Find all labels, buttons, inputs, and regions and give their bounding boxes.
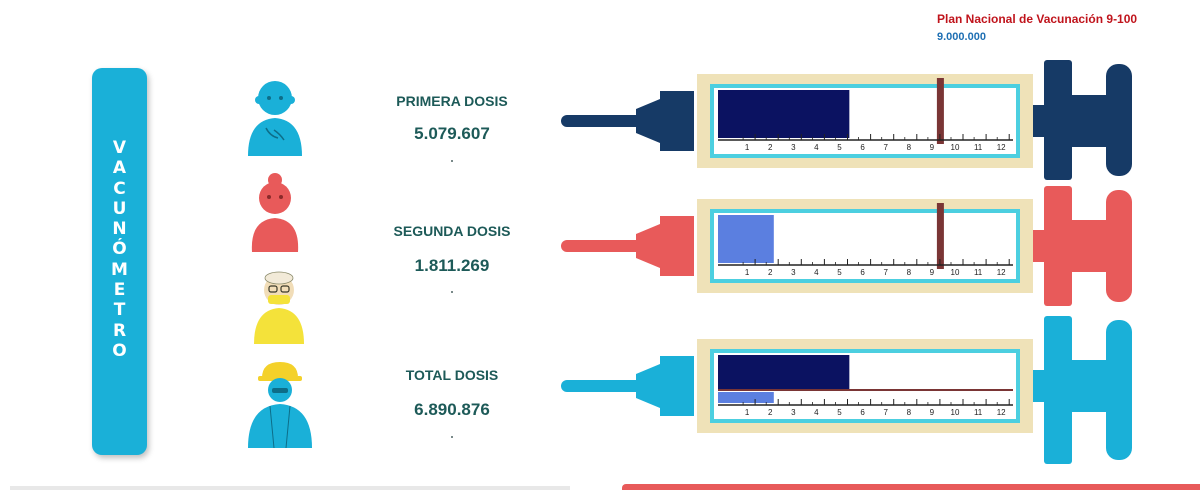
banner-letter: R	[112, 320, 127, 341]
scale-tick-label: 1	[745, 268, 750, 277]
dose-fill-bar-second	[718, 392, 774, 403]
scale-tick-label: 4	[814, 268, 819, 277]
person-icon-man	[248, 81, 302, 156]
syringe-plunger	[1044, 60, 1072, 180]
syringe-hub	[636, 91, 694, 151]
scale-tick-label: 9	[930, 268, 935, 277]
syringe-hub	[636, 216, 694, 276]
scale-tick-label: 11	[974, 268, 983, 277]
scale-tick-label: 1	[745, 408, 750, 417]
syringe-hub	[636, 356, 694, 416]
bottom-card-edge	[622, 484, 1200, 490]
person-icon-worker	[248, 362, 312, 449]
scale-tick-label: 6	[860, 143, 865, 152]
scale-tick-label: 2	[768, 143, 773, 152]
syringe-plunger-cap	[1106, 320, 1132, 460]
scale-tick-label: 10	[951, 268, 960, 277]
first-dose-value: 5.079.607	[414, 124, 490, 143]
syringe-plunger-cap	[1106, 64, 1132, 176]
banner-letter: Ó	[112, 239, 127, 260]
scale-tick-label: 6	[860, 268, 865, 277]
scale-tick-label: 2	[768, 408, 773, 417]
scale-tick-label: 4	[814, 143, 819, 152]
scale-tick-label: 7	[883, 268, 888, 277]
second-dose-value: 1.811.269	[414, 256, 490, 275]
scale-tick-label: 5	[837, 408, 842, 417]
scale-tick-label: 4	[814, 408, 819, 417]
person-icon-woman	[251, 173, 299, 252]
bottom-divider	[10, 486, 570, 490]
scale-tick-label: 6	[860, 408, 865, 417]
target-marker	[936, 203, 944, 269]
separator-dot	[451, 291, 453, 293]
scale-tick-label: 7	[883, 408, 888, 417]
scale-tick-label: 3	[791, 408, 796, 417]
scale-tick-label: 8	[907, 268, 912, 277]
person-icon-elder	[254, 271, 304, 344]
scale-tick-label: 12	[997, 143, 1006, 152]
scale-tick-label: 11	[974, 408, 983, 417]
scale-tick-label: 7	[883, 143, 888, 152]
first-dose-label: PRIMERA DOSIS	[396, 93, 508, 109]
scale-tick-label: 8	[907, 408, 912, 417]
separator-dot	[451, 160, 453, 162]
plan-title: Plan Nacional de Vacunación 9-100	[937, 12, 1138, 26]
separator-dot	[451, 436, 453, 438]
plan-goal: 9.000.000	[937, 31, 986, 43]
banner-letter: U	[112, 198, 127, 219]
syringe-plunger-neck	[1068, 220, 1110, 272]
scale-tick-label: 5	[837, 143, 842, 152]
scale-tick-label: 12	[997, 268, 1006, 277]
scale-tick-label: 3	[791, 143, 796, 152]
dose-fill-bar-first	[718, 355, 850, 389]
syringe-plunger	[1044, 316, 1072, 464]
syringe-plunger	[1044, 186, 1072, 306]
scale-tick-label: 10	[951, 143, 960, 152]
total-dose-value: 6.890.876	[414, 400, 490, 419]
banner-letter: A	[112, 158, 127, 179]
banner-letter: O	[112, 340, 127, 361]
syringe-plunger-cap	[1106, 190, 1132, 302]
scale-tick-label: 5	[837, 268, 842, 277]
scale-tick-label: 3	[791, 268, 796, 277]
banner-letter: V	[112, 138, 127, 158]
banner-letter: C	[113, 178, 126, 199]
scale-tick-label: 8	[907, 143, 912, 152]
scale-tick-label: 9	[930, 408, 935, 417]
scale-tick-label: 2	[768, 268, 773, 277]
banner-letter: N	[112, 219, 127, 240]
syringe-plunger-neck	[1068, 95, 1110, 147]
scale-tick-label: 1	[745, 143, 750, 152]
banner-letter: E	[113, 280, 126, 301]
second-dose-label: SEGUNDA DOSIS	[393, 223, 511, 239]
scale-tick-label: 9	[930, 143, 935, 152]
scale-tick-label: 11	[974, 143, 983, 152]
scale-tick-label: 10	[951, 408, 960, 417]
banner-letter: T	[113, 300, 126, 321]
syringe-plunger-neck	[1068, 360, 1110, 412]
dose-fill-bar	[718, 90, 850, 138]
total-dose-label: TOTAL DOSIS	[405, 367, 499, 383]
target-marker	[936, 78, 944, 144]
scale-tick-label: 12	[997, 408, 1006, 417]
dose-fill-bar	[718, 215, 774, 263]
banner-letter: M	[111, 259, 128, 280]
